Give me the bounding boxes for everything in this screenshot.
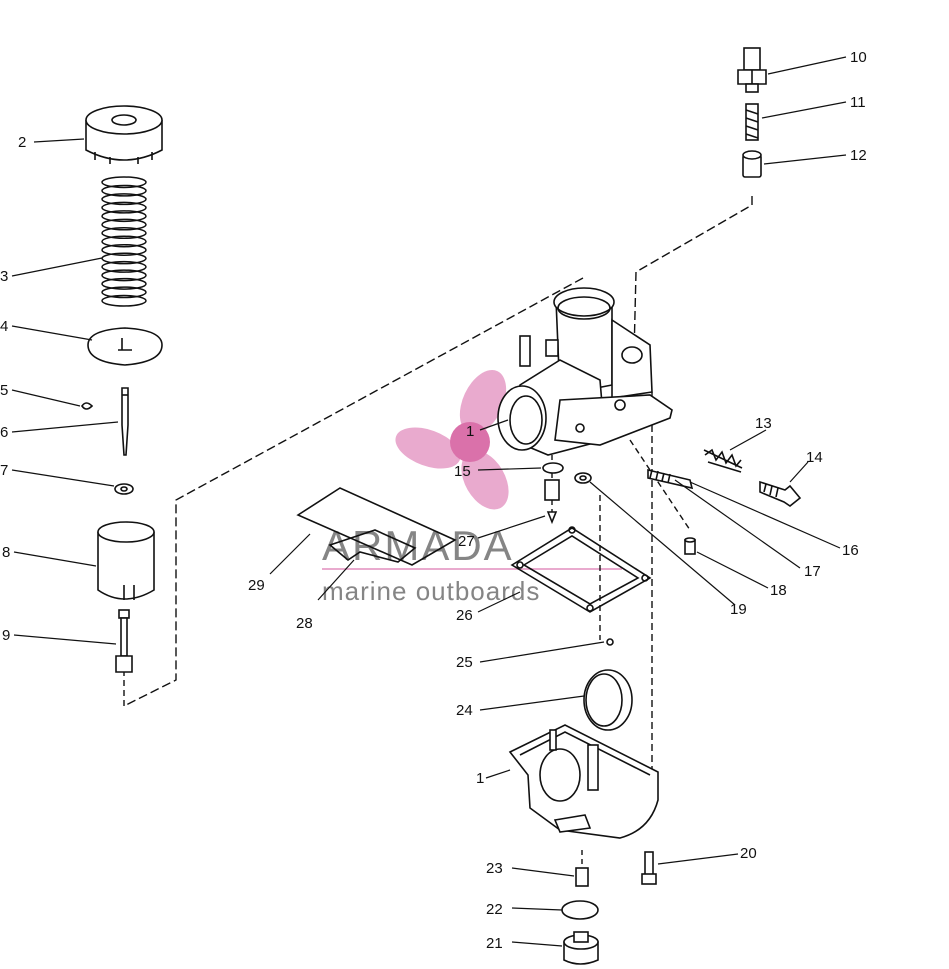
label-21: 21	[486, 935, 503, 952]
part-spring	[101, 176, 147, 307]
spring-coil	[101, 201, 147, 214]
label-1-body: 1	[466, 423, 474, 440]
label-19: 19	[730, 601, 747, 618]
label-18: 18	[770, 582, 787, 599]
label-15: 15	[454, 463, 471, 480]
spring-coil	[101, 294, 147, 307]
label-20: 20	[740, 845, 757, 862]
part-main-jet	[575, 867, 589, 887]
part-slide	[97, 521, 155, 600]
leader-lines	[11, 56, 847, 947]
label-3: 3	[0, 268, 8, 285]
spring-coil	[101, 218, 147, 231]
label-24: 24	[456, 702, 473, 719]
label-28: 28	[296, 615, 313, 632]
watermark-tagline: marine outboards	[322, 576, 540, 606]
part-jet-holder	[742, 150, 762, 178]
spring-coil	[101, 193, 147, 206]
label-10: 10	[850, 49, 867, 66]
spring-coil	[101, 184, 147, 197]
spring-coil	[101, 227, 147, 240]
part-cap	[85, 105, 163, 164]
spring-coil	[101, 210, 147, 223]
part-carburetor-body	[497, 287, 673, 456]
spring-coil	[101, 286, 147, 299]
propeller-icon	[395, 370, 509, 510]
label-14: 14	[806, 449, 823, 466]
spring-coil	[101, 269, 147, 282]
part-idle-screw	[759, 480, 802, 507]
part-oring-22	[561, 900, 599, 920]
label-23: 23	[486, 860, 503, 877]
label-17: 17	[804, 563, 821, 580]
label-16: 16	[842, 542, 859, 559]
label-25: 25	[456, 654, 473, 671]
part-washer-19	[574, 472, 592, 484]
part-bolt-20	[641, 851, 657, 885]
part-plate	[87, 327, 163, 366]
spring-coil	[101, 277, 147, 290]
callout-labels: 2 3 4 5 6 7 8 9 10 11 12 13 14 15 16 17 …	[0, 49, 867, 952]
part-gasket	[510, 526, 652, 613]
part-float	[583, 669, 633, 731]
spring-coil	[101, 235, 147, 248]
label-11: 11	[850, 94, 866, 111]
label-5: 5	[0, 382, 8, 399]
part-pin	[606, 638, 614, 646]
spring-coil	[101, 176, 147, 189]
spring-coil	[101, 243, 147, 256]
label-4: 4	[0, 318, 8, 335]
label-13: 13	[755, 415, 772, 432]
part-oring-15	[542, 462, 564, 474]
part-pilot-screw	[647, 468, 694, 490]
label-26: 26	[456, 607, 473, 624]
part-float-valve	[544, 479, 560, 525]
part-washer	[114, 483, 134, 495]
label-12: 12	[850, 147, 867, 164]
spring-coil	[101, 260, 147, 273]
label-29: 29	[248, 577, 265, 594]
label-22: 22	[486, 901, 503, 918]
part-fitting	[737, 47, 767, 93]
label-1-bowl: 1	[476, 770, 484, 787]
label-27: 27	[458, 533, 475, 550]
label-9: 9	[2, 627, 10, 644]
part-small-spring	[745, 103, 759, 141]
part-screw	[115, 609, 133, 673]
part-plate-29	[296, 487, 457, 566]
label-7: 7	[0, 462, 8, 479]
part-float-bowl	[508, 724, 659, 839]
label-6: 6	[0, 424, 8, 441]
part-clip	[81, 402, 94, 410]
part-drain-plug	[563, 931, 599, 965]
part-bracket-28	[328, 529, 417, 563]
part-idle-spring	[703, 448, 743, 473]
part-screw-18	[684, 537, 696, 555]
part-needle	[121, 387, 129, 456]
label-2: 2	[18, 134, 26, 151]
label-8: 8	[2, 544, 10, 561]
watermark-logo: ARMADA marine outboards	[322, 370, 622, 606]
